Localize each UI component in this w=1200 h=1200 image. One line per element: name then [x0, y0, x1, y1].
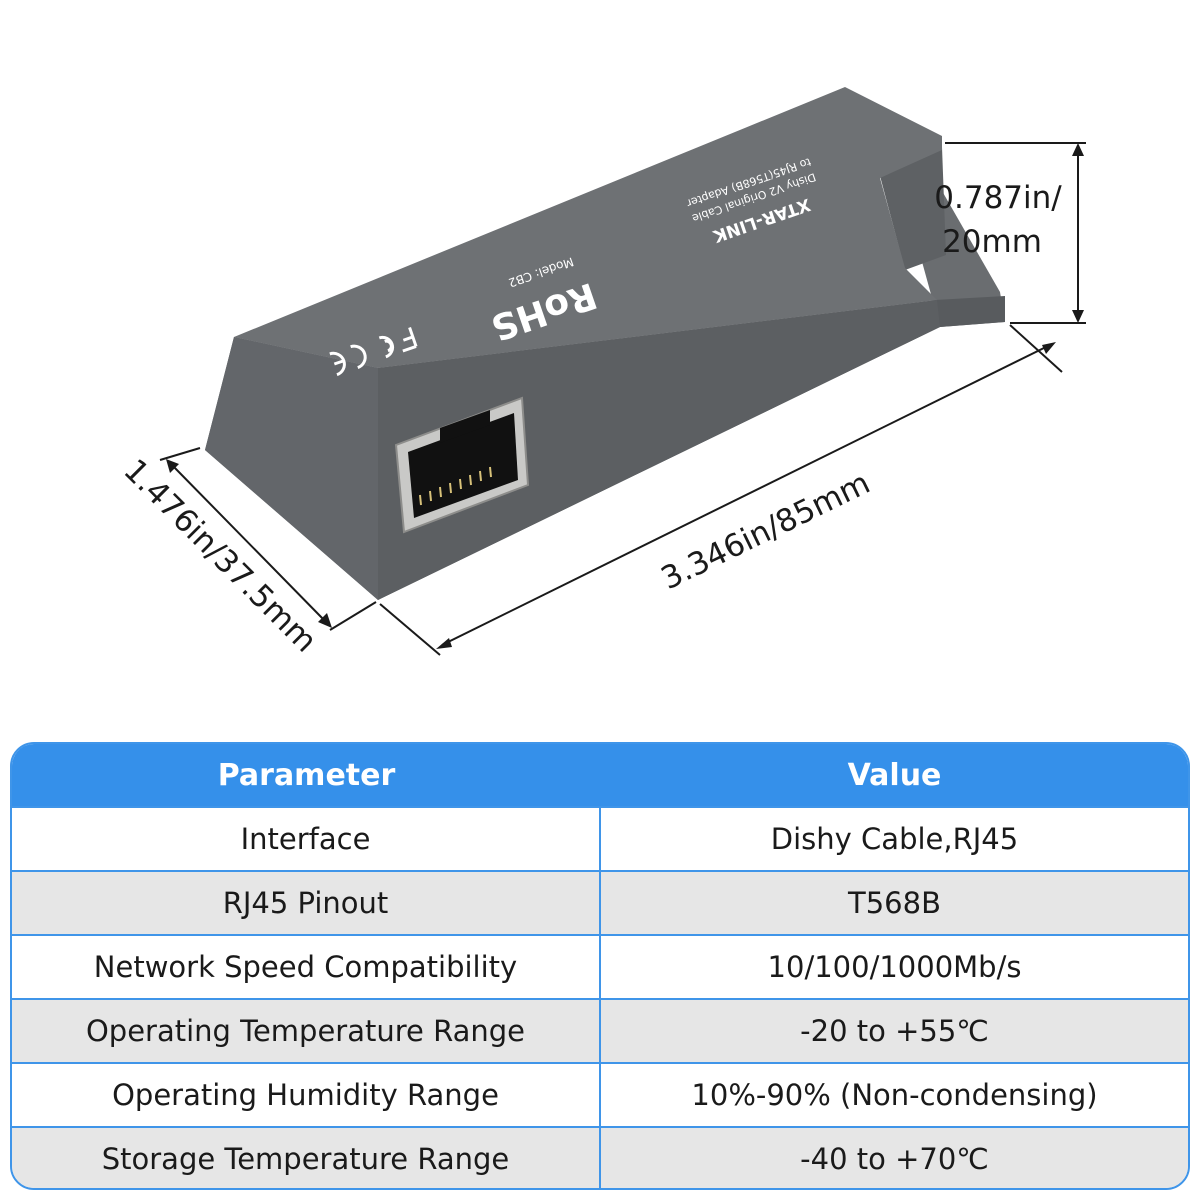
rj45-port-opening: [408, 413, 518, 518]
adapter-step-front: [935, 296, 1005, 327]
parameter-cell: RJ45 Pinout: [12, 872, 601, 934]
table-row: Operating Humidity Range 10%-90% (Non-co…: [12, 1062, 1188, 1126]
parameter-cell: Operating Humidity Range: [12, 1064, 601, 1126]
ce-icon: [329, 344, 367, 377]
value-cell: 10/100/1000Mb/s: [767, 950, 1022, 984]
adapter-body: [205, 87, 1005, 600]
dimension-lines: [159, 142, 1086, 656]
header-value: Value: [847, 757, 942, 793]
height-dimension-label-line1: 0.787in/: [934, 180, 1062, 216]
value-cell: -40 to +70℃: [800, 1142, 989, 1176]
table-row: Network Speed Compatibility 10/100/1000M…: [12, 934, 1188, 998]
parameter-cell: Interface: [12, 808, 601, 870]
value-cell: 10%-90% (Non-condensing): [691, 1078, 1098, 1112]
rj45-latch-notch: [440, 410, 490, 443]
fcc-ce-marks: [329, 327, 418, 377]
height-dimension-label-line2: 20mm: [942, 224, 1042, 260]
adapter-top-face: [234, 87, 942, 368]
adapter-front-long-face: [378, 300, 940, 600]
table-row: Storage Temperature Range -40 to +70℃: [12, 1126, 1188, 1188]
value-cell: -20 to +55℃: [800, 1014, 989, 1048]
value-cell: T568B: [848, 886, 941, 920]
adapter-notch-wall: [880, 147, 946, 270]
parameter-cell: Network Speed Compatibility: [12, 936, 601, 998]
rj45-port: [394, 396, 530, 534]
parameter-cell: Storage Temperature Range: [12, 1128, 601, 1188]
rj45-pins: [419, 466, 492, 506]
fcc-icon: [378, 327, 418, 359]
adapter-left-face: [205, 337, 378, 600]
table-row: Operating Temperature Range -20 to +55℃: [12, 998, 1188, 1062]
header-parameter: Parameter: [217, 757, 396, 793]
parameter-cell: Operating Temperature Range: [12, 1000, 601, 1062]
spec-table: Parameter Value Interface Dishy Cable,RJ…: [10, 742, 1190, 1190]
value-cell: Dishy Cable,RJ45: [770, 822, 1019, 856]
table-row: RJ45 Pinout T568B: [12, 870, 1188, 934]
table-row: Interface Dishy Cable,RJ45: [12, 806, 1188, 870]
product-dimension-figure: XTAR-LINK Dishy V2 Original Cable to RJ4…: [117, 87, 1086, 659]
spec-table-header-row: Parameter Value: [12, 744, 1188, 806]
